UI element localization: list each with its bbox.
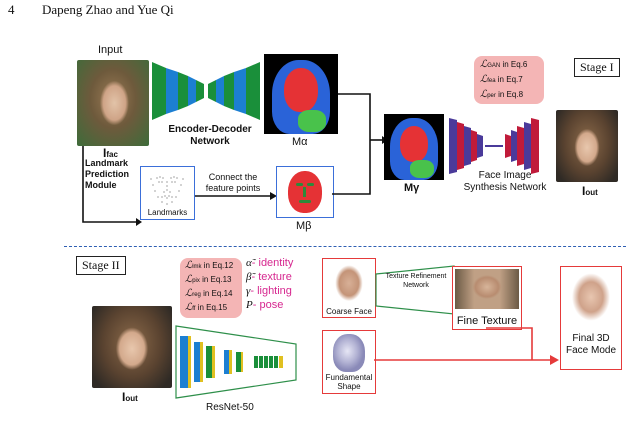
synthesis-line2: Synthesis Network [463, 182, 547, 193]
fundamental-line2: Shape [337, 382, 361, 391]
landmark-module-label: Landmark Prediction Module [85, 158, 129, 191]
landmarks-box: Landmarks [140, 166, 195, 220]
i-out-label: Iout [582, 184, 598, 198]
encoder-label-line2: Network [190, 136, 230, 147]
fine-texture-label: Fine Texture [456, 315, 518, 327]
i-fac-sub: fac [106, 150, 118, 159]
stage2-loss-0: ℒlmk in Eq.12 [185, 260, 234, 271]
stage2-input-photo [92, 306, 172, 388]
i-fac-label: Ifac [103, 146, 118, 160]
stage1-loss-0: ℒGAN in Eq.6 [480, 59, 528, 70]
landmark-module-line3: Module [85, 180, 117, 190]
stage1-label: Stage I [574, 58, 620, 77]
stage2-loss-2: ℒreg in Eq.14 [185, 288, 233, 299]
stage2-i-out-sub: out [125, 394, 138, 403]
final-face-box: Final 3D Face Mode [560, 266, 622, 370]
fundamental-line1: Fundamental [325, 373, 373, 382]
red-connectors [374, 327, 559, 365]
encoder-label: Encoder-Decoder Network [160, 124, 260, 148]
texture-refinement-line2: Network [403, 282, 429, 289]
m-beta-label: Mβ [296, 220, 312, 232]
stage1-loss-1: ℒfea in Eq.7 [480, 74, 523, 85]
page-number: 4 [8, 2, 15, 17]
m-alpha-mask [264, 54, 338, 134]
stage2-loss-box: ℒlmk in Eq.12 ℒpix in Eq.13 ℒreg in Eq.1… [180, 258, 242, 318]
stage1-loss-box: ℒGAN in Eq.6 ℒfea in Eq.7 ℒper in Eq.8 [474, 56, 544, 104]
m-beta-box [276, 166, 334, 218]
i-fac-main: I [103, 146, 107, 160]
fundamental-shape-box: Fundamental Shape [322, 330, 376, 394]
stage2-loss-1: ℒpix in Eq.13 [185, 274, 232, 285]
input-face-photo [77, 60, 149, 146]
resnet-label: ResNet-50 [206, 402, 254, 413]
stage2-label: Stage II [76, 256, 126, 275]
figure: Input Ifac Encoder-Decoder Network Mα [0, 40, 635, 421]
final-line1: Final 3D [572, 333, 610, 344]
i-out-sub: out [585, 188, 598, 197]
coarse-face-label: Coarse Face [326, 307, 372, 316]
landmark-arrows [82, 146, 277, 226]
m-alpha-label: Mα [292, 136, 308, 148]
landmark-points [150, 176, 184, 205]
synthesis-network [449, 118, 539, 174]
synthesis-line1: Face Image [478, 170, 532, 181]
input-label: Input [98, 44, 123, 56]
encoder-blocks [152, 62, 204, 120]
fundamental-label: Fundamental Shape [323, 373, 375, 391]
m-gamma-label: Mγ [404, 182, 420, 194]
param-pose: P- pose [246, 299, 284, 311]
landmarks-label: Landmarks [147, 208, 188, 217]
merge-arrows [332, 93, 388, 195]
stage2-i-out-label: Iout [122, 390, 138, 404]
stage2-loss-3: ℒff in Eq.15 [185, 302, 228, 313]
m-gamma-mask [384, 114, 444, 180]
encoder-decoder-network [152, 62, 260, 120]
connect-line2: feature points [205, 183, 261, 193]
stage1-loss-2: ℒper in Eq.8 [480, 89, 524, 100]
final-line2: Face Mode [565, 345, 617, 356]
texture-refinement-label: Texture Refinement Network [378, 272, 454, 290]
i-out-main: I [582, 184, 586, 198]
resnet-blocks [180, 336, 283, 388]
connect-line1: Connect the [208, 172, 258, 182]
connect-label: Connect the feature points [200, 172, 266, 194]
output-face-photo [556, 110, 618, 182]
param-identity: α̃- identity [246, 257, 294, 269]
decoder-blocks [208, 62, 260, 120]
stage-separator [64, 246, 626, 247]
param-lighting: γ- lighting [246, 285, 292, 297]
encoder-label-line1: Encoder-Decoder [168, 124, 252, 135]
texture-refinement-line1: Texture Refinement [385, 273, 447, 280]
landmark-module-line2: Prediction [85, 169, 130, 179]
param-texture: β̃- texture [246, 271, 292, 283]
synthesis-label: Face Image Synthesis Network [460, 170, 550, 194]
fine-texture-box: Fine Texture [452, 266, 522, 330]
final-label: Final 3D Face Mode [561, 333, 621, 357]
resnet-50-network [175, 325, 297, 399]
authors: Dapeng Zhao and Yue Qi [42, 2, 174, 17]
stage2-i-out-main: I [122, 390, 126, 404]
coarse-face-box: Coarse Face [322, 258, 376, 318]
landmark-module-line1: Landmark [85, 158, 129, 168]
parameter-list: α̃- identity β̃- texture γ- lighting P- … [246, 256, 293, 312]
